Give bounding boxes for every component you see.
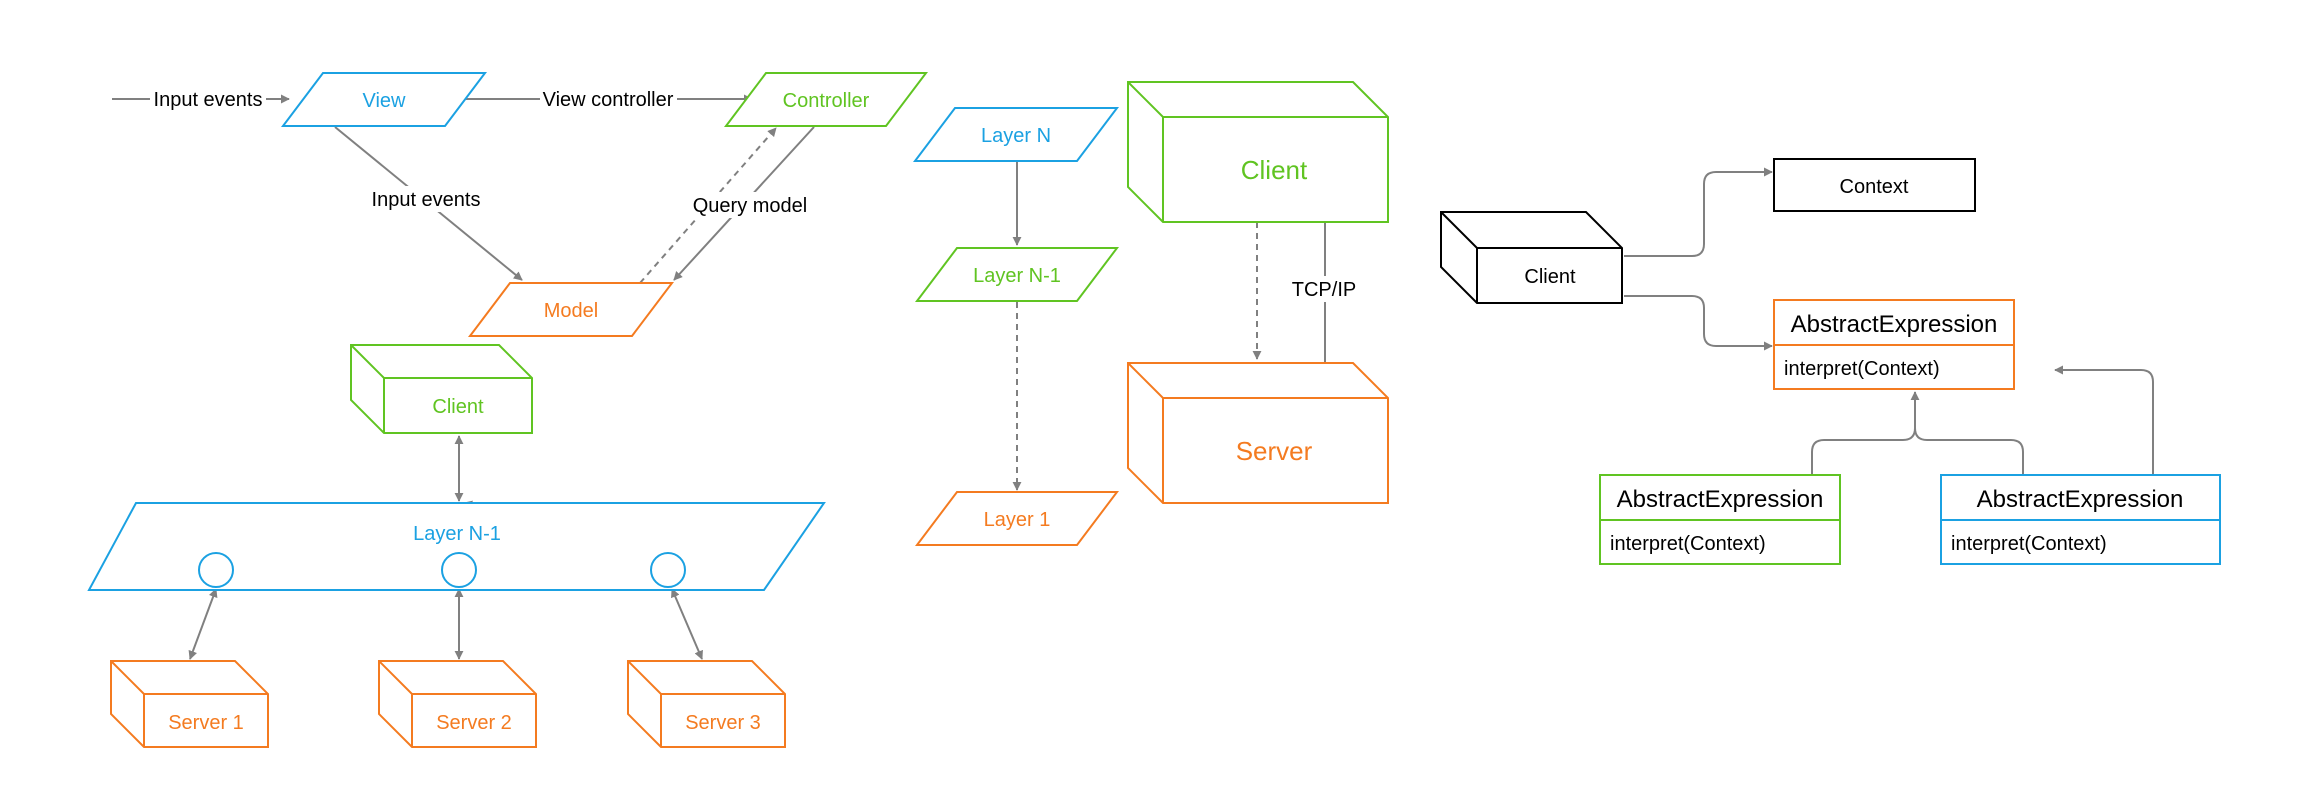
- abstract-right-title: AbstractExpression: [1977, 486, 2184, 513]
- cluster-diagram: Client Layer N-1 Server 1 Server 2: [87, 344, 826, 748]
- label-query-model: Query model: [693, 195, 808, 217]
- model-node[interactable]: Model: [467, 282, 675, 337]
- server1-label: Server 1: [168, 712, 244, 734]
- cluster-client-label: Client: [432, 396, 484, 418]
- cluster-layer-node[interactable]: Layer N-1: [87, 502, 826, 591]
- edge-client-abstract: [1624, 295, 1773, 351]
- abstract-right-class[interactable]: AbstractExpression interpret(Context): [1940, 474, 2221, 565]
- mvc-diagram: Input events View controller Input event…: [112, 72, 929, 337]
- layer-n-node[interactable]: Layer N: [912, 107, 1120, 162]
- port-1[interactable]: [198, 552, 234, 588]
- edge-left-to-abstract: [1811, 391, 1920, 474]
- label-input-events-left: Input events: [154, 89, 263, 111]
- interp-client-node[interactable]: Client: [1440, 211, 1623, 304]
- abstract-right-method: interpret(Context): [1951, 533, 2107, 555]
- abstract-top-class[interactable]: AbstractExpression interpret(Context): [1773, 299, 2015, 390]
- view-node[interactable]: View: [280, 72, 488, 127]
- label-view-controller: View controller: [543, 89, 674, 111]
- context-label: Context: [1840, 176, 1909, 198]
- layers-diagram: Layer N Layer N-1 Layer 1: [912, 107, 1120, 546]
- abstract-left-method: interpret(Context): [1610, 533, 1766, 555]
- label-input-events-mid: Input events: [372, 189, 481, 211]
- port-2[interactable]: [441, 552, 477, 588]
- edge-right-to-abstract: [1914, 427, 2024, 474]
- client-server-diagram: TCP/IP Client Server: [1127, 81, 1389, 504]
- layer-n-label: Layer N: [981, 125, 1051, 147]
- edge-client-context: [1624, 167, 1773, 257]
- layer-1-node[interactable]: Layer 1: [914, 491, 1120, 546]
- abstract-left-title: AbstractExpression: [1617, 486, 1824, 513]
- context-node[interactable]: Context: [1773, 158, 1976, 212]
- cs-client-label: Client: [1241, 155, 1308, 185]
- interpreter-diagram: Client Context AbstractExpression interp…: [1440, 158, 2221, 565]
- model-label: Model: [544, 300, 598, 322]
- server1-node[interactable]: Server 1: [110, 660, 269, 748]
- abstract-top-method: interpret(Context): [1784, 358, 1940, 380]
- cluster-layer-label: Layer N-1: [413, 523, 501, 545]
- server2-label: Server 2: [436, 712, 512, 734]
- cluster-client-node[interactable]: Client: [350, 344, 533, 434]
- edge-port1-server1: [188, 588, 218, 660]
- edge-port3-server3: [671, 588, 703, 660]
- cs-server-label: Server: [1236, 436, 1313, 466]
- layer-n1-label: Layer N-1: [973, 265, 1061, 287]
- server2-node[interactable]: Server 2: [378, 660, 537, 748]
- interp-client-label: Client: [1524, 266, 1576, 288]
- layer-1-label: Layer 1: [984, 509, 1051, 531]
- view-label: View: [363, 90, 407, 112]
- abstract-top-title: AbstractExpression: [1791, 311, 1998, 338]
- controller-node[interactable]: Controller: [723, 72, 929, 127]
- layer-n1-node[interactable]: Layer N-1: [914, 247, 1120, 302]
- edge-right-up-to-abstract: [2054, 365, 2154, 474]
- cs-server-node[interactable]: Server: [1127, 362, 1389, 504]
- server3-label: Server 3: [685, 712, 761, 734]
- cs-client-node[interactable]: Client: [1127, 81, 1389, 223]
- label-tcpip: TCP/IP: [1292, 279, 1356, 301]
- port-3[interactable]: [650, 552, 686, 588]
- controller-label: Controller: [783, 90, 870, 112]
- abstract-left-class[interactable]: AbstractExpression interpret(Context): [1599, 474, 1841, 565]
- server3-node[interactable]: Server 3: [627, 660, 786, 748]
